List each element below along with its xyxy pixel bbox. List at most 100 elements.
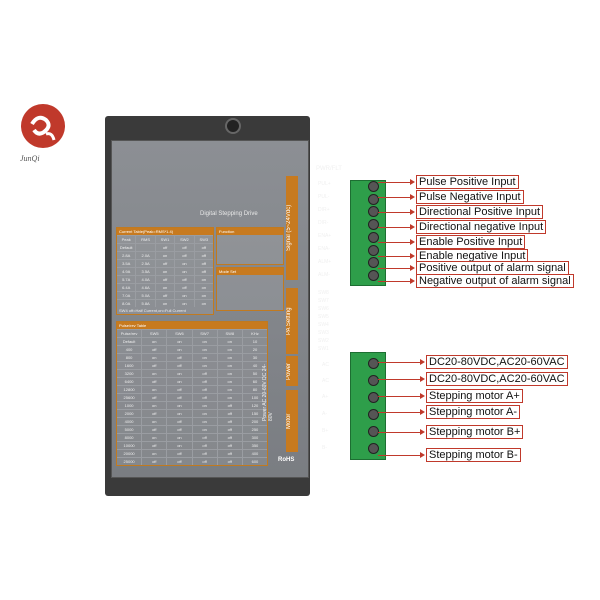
table-cell: Default [122,339,136,344]
table-cell: on [154,252,174,259]
table-header-cell: SW2 [174,236,193,243]
sw-terminal-label: SW5 [318,314,329,320]
current-note: SW4 off=Half Current,on=Full Current [119,308,186,313]
table-cell: on [174,292,193,299]
callout-label: DC20-80VDC,AC20-60VAC [426,372,568,386]
callout-label: Negative output of alarm signal [416,274,574,288]
table-cell: on [174,268,193,275]
table-cell: on [216,346,242,353]
terminal-screw-icon [368,409,379,420]
motor-terminal-label: B- [322,445,327,451]
callout-label: Enable negative Input [416,249,529,263]
terminal-screw-icon [368,375,379,386]
motor-section-label: Motor [286,390,298,452]
table-cell: 120 [241,402,267,409]
table-header-cell: Pulse/rev [120,331,138,336]
table-cell: 8.0A [122,301,131,306]
table-cell: 8000 [124,435,134,440]
table-cell: on [141,450,166,457]
table-cell: 400 [125,347,133,352]
table-cell: 100 [241,394,267,401]
table-cell: 7.0A [122,293,131,298]
table-header-cell: SW3 [193,236,213,243]
arrow-right-icon [420,359,425,365]
table-cell: off [216,458,242,465]
function-table-title: Function [217,228,283,235]
table-cell: off [141,410,166,417]
table-cell: off [154,292,174,299]
terminal-screw-icon [368,219,379,231]
table-cell: 50 [241,370,267,377]
motor-terminal-label: A- [322,411,327,417]
stepping-drive: Digital Stepping Drive Current Table(Pea… [105,116,310,496]
table-cell: 12800 [123,387,135,392]
table-cell: on [166,370,191,377]
table-cell: 4.6A [135,284,154,291]
signal-terminal-label: ALM- [318,272,330,278]
sw-terminal-label: SW7 [318,298,329,304]
table-cell: on [193,284,213,291]
table-cell: 2000 [124,411,134,416]
table-cell: on [216,354,242,361]
table-cell: off [141,458,166,465]
table-cell: 4.9A [122,269,131,274]
table-cell: off [191,394,217,401]
table-cell: off [174,244,193,251]
table-cell: 350 [241,442,267,449]
callout-label: Stepping motor A- [426,405,521,419]
signal-terminal-label: PUL+ [318,181,331,187]
table-header-cell: SW8 [216,330,242,337]
table-header-cell: RMS [135,236,154,243]
table-cell: off [193,260,213,267]
logo-text: JunQi [20,154,40,163]
table-cell: on [174,260,193,267]
table-cell: off [141,426,166,433]
table-cell: off [166,386,191,393]
front-panel: Digital Stepping Drive Current Table(Pea… [111,140,309,478]
table-cell: on [191,354,217,361]
pa-section-label: PA Setting [286,288,298,354]
arrow-right-icon [410,224,415,230]
terminal-screw-icon [368,257,379,269]
table-cell: off [216,434,242,441]
callout-label: Directional negative Input [416,220,547,234]
table-cell: off [191,450,217,457]
voltage-label: Power AC 20-60V DC 24-80V [262,364,274,421]
table-cell: on [166,346,191,353]
table-cell: 60 [241,378,267,385]
table-cell: 10000 [123,443,135,448]
table-cell: on [191,402,217,409]
arrow-right-icon [410,179,415,185]
table-cell: off [191,442,217,449]
callout-line [378,256,411,257]
table-cell: on [191,426,217,433]
table-cell: off [141,346,166,353]
table-header-cell: SW5 [141,330,166,337]
table-cell: on [191,346,217,353]
arrow-right-icon [420,429,425,435]
callout-line [378,242,411,243]
table-cell: on [166,402,191,409]
callout-line [378,396,421,397]
rohs-mark: RoHS [278,457,295,463]
table-header-cell: SW1 [154,236,174,243]
table-cell: 600 [241,458,267,465]
table-cell: 3.5A [135,268,154,275]
signal-terminal-label: DIR- [318,220,329,226]
table-cell: on [191,410,217,417]
motor-terminal-label: A+ [322,394,329,400]
terminal-screw-icon [368,426,379,437]
table-cell: off [174,284,193,291]
table-cell: off [193,268,213,275]
signal-terminal-label: PUL- [318,194,330,200]
